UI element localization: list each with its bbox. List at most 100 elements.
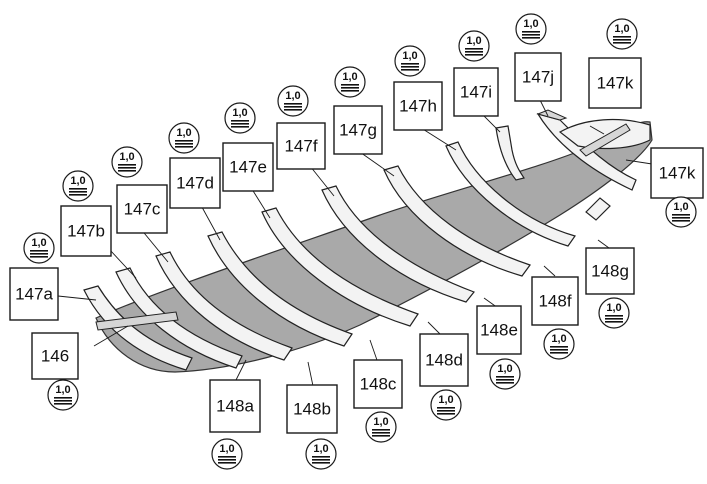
label-148a: 148a [209, 379, 261, 433]
scale-badge-bar [69, 194, 87, 196]
scale-badge-148d: 1,0 [430, 389, 462, 421]
label-147h: 147h [393, 81, 443, 131]
scale-badge-bar [231, 120, 249, 122]
scale-badge-text: 1,0 [342, 71, 357, 83]
svg-text:148f: 148f [538, 292, 571, 311]
scale-badge-text: 1,0 [232, 107, 247, 119]
frame-147g [383, 165, 531, 277]
scale-badge-bar [372, 435, 390, 437]
scale-badge-bar [401, 63, 419, 65]
scale-badge-bar [54, 403, 72, 405]
scale-badge-bar [496, 382, 514, 384]
scale-badge-text: 1,0 [497, 363, 512, 375]
scale-badge-text: 1,0 [55, 384, 70, 396]
scale-badge-bar [550, 349, 568, 351]
frames-group [83, 109, 651, 371]
scale-badge-bar [118, 170, 136, 172]
label-148c: 148c [353, 359, 403, 409]
scale-badge-bar [672, 217, 690, 219]
scale-badge-147j: 1,0 [515, 13, 547, 45]
scale-badge-bar [312, 462, 330, 464]
scale-badge-147h: 1,0 [394, 45, 426, 77]
scale-badge-bar [284, 103, 302, 105]
scale-badge-148b: 1,0 [305, 438, 337, 470]
scale-badge-bar [284, 106, 302, 108]
scale-badge-bar [372, 429, 390, 431]
frame-147i [495, 125, 525, 181]
scale-badge-bar [613, 36, 631, 38]
scale-badge-bar [605, 321, 623, 323]
scale-badge-147d: 1,0 [168, 122, 200, 154]
scale-badge-text: 1,0 [614, 23, 629, 35]
svg-text:147k: 147k [659, 164, 696, 183]
scale-badge-text: 1,0 [219, 443, 234, 455]
svg-text:147k: 147k [597, 74, 634, 93]
scale-badge-bar [496, 379, 514, 381]
label-147c: 147c [116, 184, 168, 234]
scale-badge-147a: 1,0 [23, 232, 55, 264]
scale-badge-bar [118, 167, 136, 169]
frame-147k-strut [579, 123, 631, 157]
svg-text:147a: 147a [15, 285, 53, 304]
label-148g: 148g [585, 247, 635, 295]
label-147j: 147j [514, 52, 562, 102]
scale-badge-bar [522, 34, 540, 36]
scale-badge-bar [69, 188, 87, 190]
label-147e: 147e [222, 142, 274, 192]
scale-badge-bar [231, 126, 249, 128]
scale-badge-bar [175, 146, 193, 148]
scale-badge-147e: 1,0 [224, 102, 256, 134]
scale-badge-bar [613, 42, 631, 44]
scale-badge-147k-right: 1,0 [665, 196, 697, 228]
scale-badge-147c: 1,0 [111, 146, 143, 178]
scale-badge-bar [218, 459, 236, 461]
frame-147h [445, 141, 576, 247]
scale-badge-148g: 1,0 [598, 297, 630, 329]
scale-badge-bar [372, 432, 390, 434]
label-147f: 147f [276, 122, 326, 170]
scale-badge-bar [672, 220, 690, 222]
scale-badge-bar [401, 66, 419, 68]
scale-badge-bar [341, 90, 359, 92]
scale-badge-text: 1,0 [119, 151, 134, 163]
scale-badge-text: 1,0 [466, 35, 481, 47]
scale-badge-148a: 1,0 [211, 438, 243, 470]
scale-badge-148e: 1,0 [489, 358, 521, 390]
frame-147c [155, 251, 293, 361]
label-148d: 148d [419, 333, 469, 387]
svg-text:146: 146 [41, 347, 69, 366]
scale-badge-bar [231, 123, 249, 125]
label-147k-right: 147k [650, 147, 704, 199]
scale-badge-bar [312, 456, 330, 458]
scale-badge-bar [175, 143, 193, 145]
scale-badge-text: 1,0 [313, 443, 328, 455]
scale-badge-147b: 1,0 [62, 170, 94, 202]
svg-text:148a: 148a [216, 397, 254, 416]
scale-badge-bar [284, 109, 302, 111]
svg-text:148e: 148e [480, 321, 518, 340]
scale-badge-147i: 1,0 [458, 30, 490, 62]
frame-146-strut [95, 311, 179, 331]
scale-badge-bar [30, 256, 48, 258]
scale-badge-bar [550, 346, 568, 348]
frame-147f [321, 185, 475, 303]
scale-badge-bar [401, 69, 419, 71]
scale-badge-bar [218, 456, 236, 458]
scale-badge-bar [312, 459, 330, 461]
label-147k-top: 147k [588, 57, 642, 109]
scale-badge-text: 1,0 [285, 90, 300, 102]
scale-badge-bar [54, 397, 72, 399]
svg-text:147b: 147b [67, 222, 105, 241]
label-147d: 147d [169, 157, 221, 209]
label-148e: 148e [476, 305, 522, 355]
scale-badge-bar [496, 376, 514, 378]
scale-badge-147k-top: 1,0 [606, 18, 638, 50]
svg-text:147i: 147i [460, 83, 492, 102]
scale-badge-text: 1,0 [176, 127, 191, 139]
label-148b: 148b [286, 384, 338, 434]
scale-badge-147g: 1,0 [334, 66, 366, 98]
scale-badge-bar [54, 400, 72, 402]
scale-badge-bar [341, 84, 359, 86]
scale-badge-bar [522, 31, 540, 33]
